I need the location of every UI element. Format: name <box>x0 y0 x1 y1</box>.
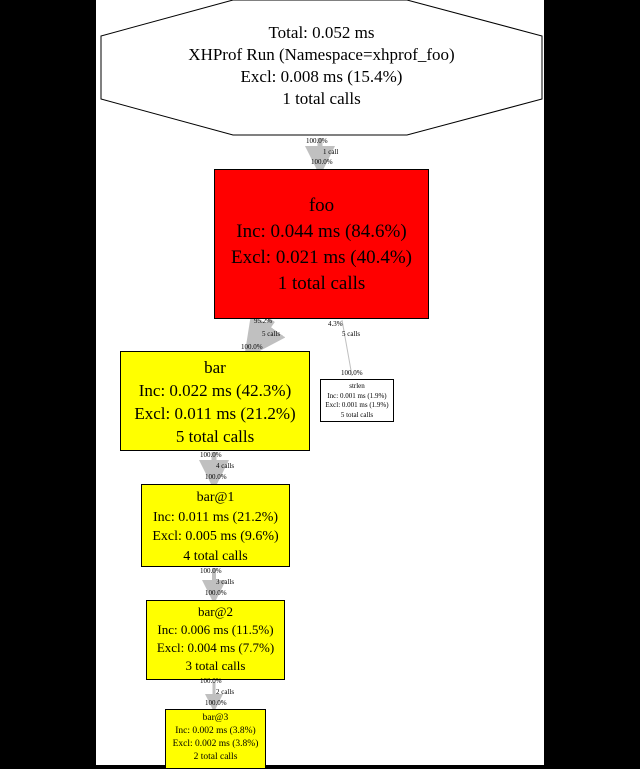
node-bar1-excl: Excl: 0.005 ms (9.6%) <box>152 529 279 544</box>
node-bar1-name: bar@1 <box>196 490 235 505</box>
root-name: XHProf Run (Namespace=xhprof_foo) <box>188 45 455 64</box>
node-bar3-inc: Inc: 0.002 ms (3.8%) <box>175 726 256 736</box>
root-excl: Excl: 0.008 ms (15.4%) <box>240 67 403 86</box>
edge-label-bar2-bar3-calls: 2 calls <box>216 688 235 696</box>
edge-label-root-foo-in: 100.0% <box>311 158 333 166</box>
node-bar3-excl: Excl: 0.002 ms (3.8%) <box>172 739 259 749</box>
node-foo-name: foo <box>308 195 335 216</box>
edge-label-bar2-bar3-out: 100.0% <box>200 677 222 685</box>
node-strlen-calls: 5 total calls <box>340 410 374 419</box>
edge-label-bar-bar1-out: 100.0% <box>200 451 222 459</box>
edge-label-foo-bar-calls: 5 calls <box>262 330 281 338</box>
node-strlen-excl: Excl: 0.001 ms (1.9%) <box>325 401 389 409</box>
node-foo-inc: Inc: 0.044 ms (84.6%) <box>236 221 407 242</box>
node-bar3-name: bar@3 <box>202 713 229 723</box>
edge-label-foo-bar-in: 100.0% <box>241 343 263 351</box>
node-bar-excl: Excl: 0.011 ms (21.2%) <box>134 404 296 423</box>
node-strlen-inc: Inc: 0.001 ms (1.9%) <box>327 391 387 400</box>
node-bar1-inc: Inc: 0.011 ms (21.2%) <box>152 509 279 525</box>
edge-label-foo-strlen-out: 4.3% <box>328 320 343 328</box>
edge-label-foo-strlen-in: 100.0% <box>341 369 363 377</box>
node-bar2-calls: 3 total calls <box>185 658 246 673</box>
edge-label-bar1-bar2-calls: 3 calls <box>216 578 235 586</box>
node-foo-excl: Excl: 0.021 ms (40.4%) <box>230 247 412 268</box>
edge-label-foo-bar-out: 95.2% <box>254 317 273 325</box>
node-strlen[interactable]: strlen Inc: 0.001 ms (1.9%) Excl: 0.001 … <box>320 379 394 422</box>
node-foo[interactable]: foo Inc: 0.044 ms (84.6%) Excl: 0.021 ms… <box>214 169 429 319</box>
edge-label-bar1-bar2-out: 100.0% <box>200 567 222 575</box>
root-calls: 1 total calls <box>282 89 361 108</box>
node-bar-inc: Inc: 0.022 ms (42.3%) <box>138 381 292 400</box>
root-total: Total: 0.052 ms <box>268 23 375 42</box>
node-bar1-calls: 4 total calls <box>183 548 248 564</box>
node-bar3-calls: 2 total calls <box>193 752 238 762</box>
node-bar3[interactable]: bar@3 Inc: 0.002 ms (3.8%) Excl: 0.002 m… <box>165 709 266 769</box>
edge-label-bar2-bar3-in: 100.0% <box>205 699 227 707</box>
edge-label-bar1-bar2-in: 100.0% <box>205 589 227 597</box>
edge-label-bar-bar1-calls: 4 calls <box>216 462 235 470</box>
node-bar[interactable]: bar Inc: 0.022 ms (42.3%) Excl: 0.011 ms… <box>120 351 310 451</box>
node-bar2-name: bar@2 <box>197 604 234 619</box>
node-strlen-name: strlen <box>349 382 365 390</box>
node-foo-calls: 1 total calls <box>277 273 366 294</box>
node-bar2[interactable]: bar@2 Inc: 0.006 ms (11.5%) Excl: 0.004 … <box>146 600 285 680</box>
node-bar2-inc: Inc: 0.006 ms (11.5%) <box>157 622 274 637</box>
node-bar1[interactable]: bar@1 Inc: 0.011 ms (21.2%) Excl: 0.005 … <box>141 484 290 567</box>
root-node[interactable]: Total: 0.052 ms XHProf Run (Namespace=xh… <box>101 0 542 135</box>
edge-label-foo-strlen-calls: 5 calls <box>342 330 361 338</box>
node-bar2-excl: Excl: 0.004 ms (7.7%) <box>156 640 275 655</box>
node-bar-name: bar <box>204 358 226 377</box>
edge-label-bar-bar1-in: 100.0% <box>205 473 227 481</box>
node-bar-calls: 5 total calls <box>175 427 255 446</box>
edge-label-root-foo-out: 100.0% <box>306 137 328 145</box>
edge-label-root-foo-calls: 1 call <box>323 148 339 156</box>
